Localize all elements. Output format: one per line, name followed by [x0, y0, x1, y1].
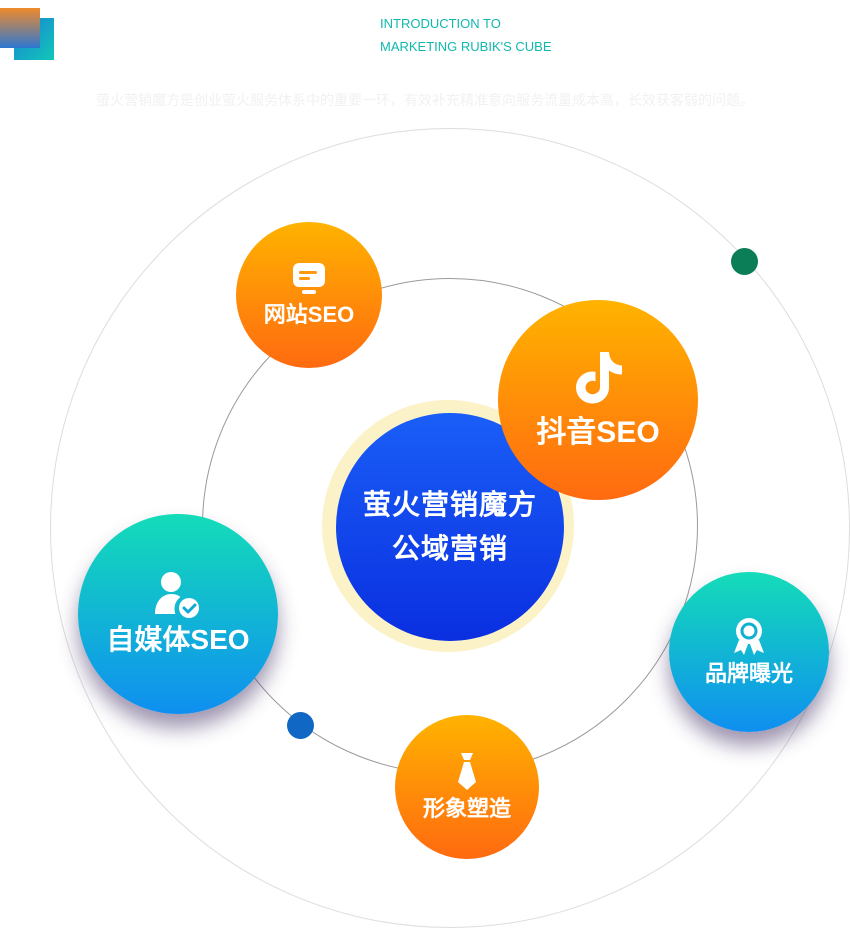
- logo: [0, 0, 60, 64]
- logo-square-orange: [0, 8, 40, 48]
- node-image-building-label: 形象塑造: [422, 796, 511, 821]
- award-icon: [734, 618, 764, 655]
- tiktok-icon: [576, 352, 622, 404]
- orbit-dot-green: [731, 248, 758, 275]
- node-website-seo-label: 网站SEO: [263, 302, 355, 327]
- orbit-dot-blue: [287, 712, 314, 739]
- center-circle: 萤火营销魔方 公域营销: [336, 413, 564, 641]
- node-image-building[interactable]: 形象塑造: [395, 715, 539, 859]
- intro-line-2: MARKETING RUBIK'S CUBE: [380, 39, 552, 54]
- node-media-seo[interactable]: 自媒体SEO: [78, 514, 278, 714]
- node-media-seo-label: 自媒体SEO: [106, 624, 250, 655]
- center-title-line-1: 萤火营销魔方: [362, 489, 537, 520]
- intro-line-1: INTRODUCTION TO: [380, 16, 501, 31]
- tie-icon: [458, 753, 476, 790]
- description: 萤火营销魔方是创业萤火服务体系中的重要一环，有效补充精准意向服务流量成本高，长效…: [96, 92, 754, 108]
- node-website-seo[interactable]: 网站SEO: [236, 222, 382, 368]
- monitor-icon: [293, 263, 325, 294]
- user-check-icon: [155, 572, 199, 618]
- node-brand-exposure-label: 品牌曝光: [704, 661, 793, 686]
- node-brand-exposure[interactable]: 品牌曝光: [669, 572, 829, 732]
- node-douyin-seo[interactable]: 抖音SEO: [498, 300, 698, 500]
- node-douyin-seo-label: 抖音SEO: [536, 416, 660, 449]
- center-title-line-2: 公域营销: [391, 533, 508, 564]
- intro-heading: INTRODUCTION TO MARKETING RUBIK'S CUBE: [380, 12, 552, 58]
